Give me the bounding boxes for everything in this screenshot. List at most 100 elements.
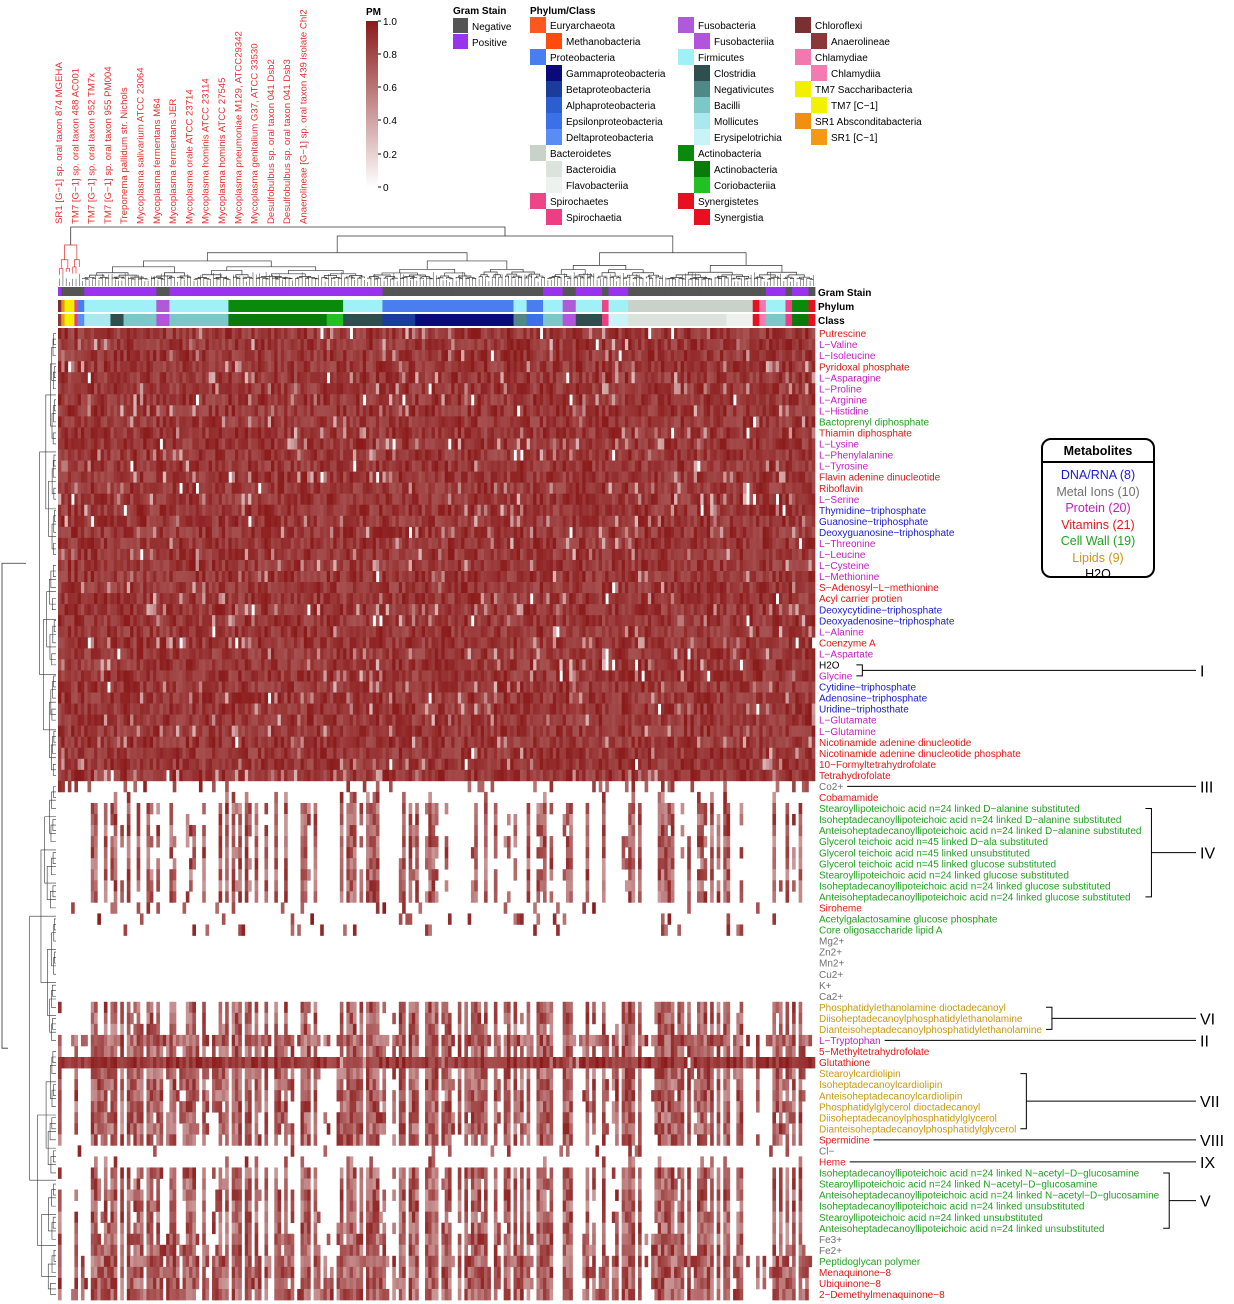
heat-cell [340, 328, 344, 339]
heat-cell [363, 350, 367, 361]
heat-cell [238, 350, 242, 361]
heat-cell [192, 461, 196, 472]
heat-cell [697, 328, 701, 339]
heat-cell [527, 461, 531, 472]
heat-cell [484, 483, 488, 494]
heat-cell [120, 472, 124, 483]
heat-cell [710, 405, 714, 416]
phylum-cell [494, 300, 498, 312]
heat-cell [605, 394, 609, 405]
gram-cell [625, 287, 629, 296]
heat-cell [199, 416, 203, 427]
heat-cell [733, 328, 737, 339]
heat-cell [572, 416, 576, 427]
heat-cell [786, 361, 790, 372]
heat-cell [746, 383, 750, 394]
phylum-cell [386, 300, 390, 312]
heat-cell [576, 416, 580, 427]
heat-cell [730, 427, 734, 438]
heat-cell [690, 339, 694, 350]
heat-cell [232, 494, 236, 505]
dendro-branch [790, 278, 793, 279]
heat-cell [681, 494, 685, 505]
heat-cell [78, 416, 82, 427]
heat-cell [248, 483, 252, 494]
heat-cell [451, 394, 455, 405]
heat-cell [219, 394, 223, 405]
heat-cell [258, 361, 262, 372]
heat-cell [294, 383, 298, 394]
phylum-cell [638, 300, 642, 312]
heat-cell [202, 450, 206, 461]
heat-cell [143, 494, 147, 505]
heat-cell [763, 361, 767, 372]
heat-cell [137, 350, 141, 361]
heat-cell [183, 472, 187, 483]
heat-cell [366, 328, 370, 339]
heat-cell [291, 416, 295, 427]
heat-cell [451, 483, 455, 494]
heat-cell [474, 361, 478, 372]
heat-cell [153, 450, 157, 461]
heat-cell [638, 483, 642, 494]
heat-cell [366, 383, 370, 394]
heat-cell [556, 350, 560, 361]
class-cell [520, 314, 524, 326]
heat-cell [543, 483, 547, 494]
phylum-cell [396, 300, 400, 312]
heat-cell [169, 472, 173, 483]
heat-cell [248, 472, 252, 483]
heat-cell [550, 450, 554, 461]
dendro-branch [541, 278, 544, 279]
heat-cell [500, 450, 504, 461]
heat-cell [340, 450, 344, 461]
heat-cell [87, 361, 91, 372]
heat-cell [350, 372, 354, 383]
heat-cell [268, 472, 272, 483]
gram-cell [176, 287, 180, 296]
heat-cell [255, 438, 259, 449]
dendro-branch [237, 278, 240, 279]
heat-cell [769, 450, 773, 461]
heat-cell [356, 328, 360, 339]
heat-cell [700, 350, 704, 361]
gram-cell [314, 287, 318, 296]
heat-cell [232, 427, 236, 438]
heat-cell [107, 328, 111, 339]
heat-cell [671, 339, 675, 350]
gram-cell [805, 287, 809, 296]
heat-cell [350, 494, 354, 505]
heat-cell [550, 416, 554, 427]
heat-cell [612, 472, 616, 483]
heat-cell [523, 494, 527, 505]
heat-cell [566, 405, 570, 416]
heat-cell [65, 350, 69, 361]
heat-cell [530, 372, 534, 383]
heat-cell [533, 328, 537, 339]
heat-cell [297, 339, 301, 350]
heat-cell [569, 416, 573, 427]
heat-cell [586, 427, 590, 438]
heat-cell [543, 361, 547, 372]
phylum-cell [225, 300, 229, 312]
heat-cell [602, 427, 606, 438]
heat-cell [356, 427, 360, 438]
heat-cell [546, 438, 550, 449]
heat-cell [176, 494, 180, 505]
heat-cell [645, 328, 649, 339]
heat-cell [648, 450, 652, 461]
heat-cell [474, 438, 478, 449]
heat-cell [769, 427, 773, 438]
heat-cell [418, 383, 422, 394]
heat-cell [635, 483, 639, 494]
heat-cell [104, 350, 108, 361]
heat-cell [805, 350, 809, 361]
heat-cell [235, 339, 239, 350]
heat-cell [310, 405, 314, 416]
heat-cell [540, 350, 544, 361]
heat-cell [792, 328, 796, 339]
heat-cell [107, 427, 111, 438]
heat-cell [304, 372, 308, 383]
class-cell [143, 314, 147, 326]
